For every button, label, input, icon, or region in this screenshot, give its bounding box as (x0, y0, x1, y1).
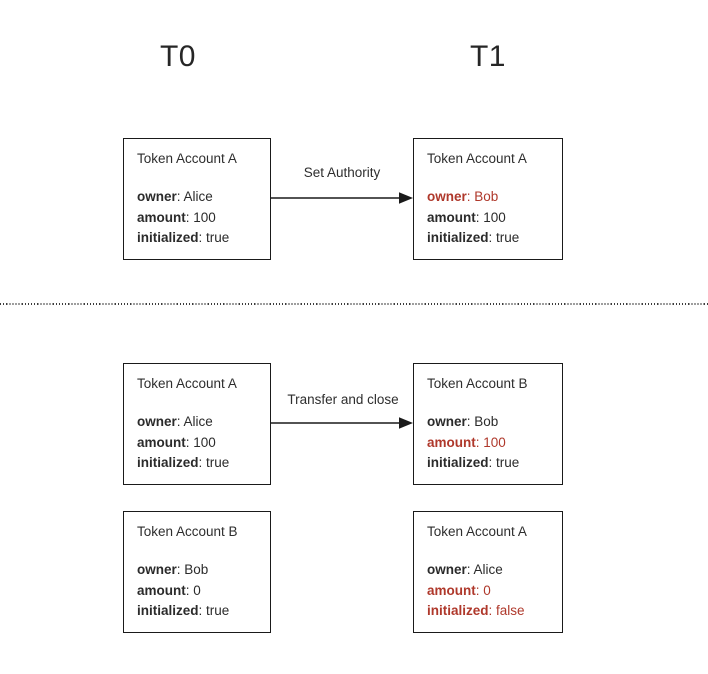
field-sep: : (198, 230, 207, 246)
field-value: 0 (193, 582, 201, 598)
field-value: 100 (193, 209, 216, 225)
field-key: amount (137, 434, 186, 450)
account-field-amount: amount: 100 (427, 208, 549, 229)
field-sep: : (176, 189, 184, 205)
field-value: 100 (193, 434, 216, 450)
account-field-amount: amount: 0 (427, 581, 549, 602)
field-value: true (206, 603, 230, 619)
account-title: Token Account A (427, 524, 527, 539)
field-sep: : (198, 603, 207, 619)
account-field-owner: owner: Bob (427, 187, 549, 208)
field-key: amount (427, 582, 476, 598)
account-title: Token Account B (427, 376, 528, 391)
field-value: true (206, 455, 230, 471)
account-field-initialized: initialized: true (427, 228, 549, 249)
arrow-icon (271, 417, 413, 429)
field-value: false (496, 603, 525, 619)
field-key: initialized (137, 603, 199, 619)
field-sep: : (488, 230, 497, 246)
arrow-icon (271, 192, 413, 204)
field-sep: : (488, 455, 497, 471)
field-value: 100 (483, 434, 506, 450)
account-title: Token Account A (137, 151, 237, 166)
field-value: true (496, 230, 520, 246)
account-box-t1-transfer-b: Token Account B owner: Bob amount: 100 i… (413, 363, 563, 485)
field-key: owner (427, 414, 467, 430)
account-field-owner: owner: Bob (137, 560, 257, 581)
field-sep: : (475, 582, 484, 598)
field-sep: : (466, 562, 474, 578)
field-value: true (496, 455, 520, 471)
field-value: Bob (184, 562, 209, 578)
account-field-initialized: initialized: true (137, 453, 257, 474)
account-field-initialized: initialized: true (137, 228, 257, 249)
field-sep: : (488, 603, 497, 619)
field-sep: : (475, 434, 484, 450)
field-value: 100 (483, 209, 506, 225)
field-key: amount (427, 434, 476, 450)
account-field-owner: owner: Bob (427, 412, 549, 433)
column-header-t1: T1 (469, 40, 506, 73)
account-box-t0-set-authority-a: Token Account A owner: Alice amount: 100… (123, 138, 271, 260)
arrow-set-authority (271, 191, 413, 205)
field-key: initialized (427, 230, 489, 246)
field-value: true (206, 230, 230, 246)
field-value: Bob (474, 414, 499, 430)
field-value: Alice (183, 189, 213, 205)
field-key: owner (427, 562, 467, 578)
arrow-transfer-and-close (271, 416, 413, 430)
field-sep: : (176, 562, 185, 578)
field-key: initialized (427, 603, 489, 619)
account-title: Token Account B (137, 524, 238, 539)
account-field-owner: owner: Alice (427, 560, 549, 581)
field-key: initialized (137, 230, 199, 246)
field-key: amount (137, 209, 186, 225)
column-header-t0: T0 (159, 40, 196, 73)
field-key: owner (427, 189, 467, 205)
field-sep: : (176, 414, 184, 430)
arrow-label-transfer-and-close: Transfer and close (287, 392, 399, 407)
account-field-owner: owner: Alice (137, 412, 257, 433)
account-field-initialized: initialized: false (427, 601, 549, 622)
field-value: Alice (473, 562, 503, 578)
field-value: Bob (474, 189, 499, 205)
field-sep: : (466, 414, 475, 430)
field-sep: : (185, 582, 194, 598)
account-box-t1-transfer-a: Token Account A owner: Alice amount: 0 i… (413, 511, 563, 633)
field-sep: : (466, 189, 475, 205)
account-box-t1-set-authority-a: Token Account A owner: Bob amount: 100 i… (413, 138, 563, 260)
field-key: owner (137, 414, 177, 430)
account-title: Token Account A (137, 376, 237, 391)
account-field-amount: amount: 100 (137, 208, 257, 229)
account-field-amount: amount: 0 (137, 581, 257, 602)
field-key: initialized (137, 455, 199, 471)
account-box-t0-transfer-b: Token Account B owner: Bob amount: 0 ini… (123, 511, 271, 633)
account-title: Token Account A (427, 151, 527, 166)
field-value: 0 (483, 582, 491, 598)
account-field-amount: amount: 100 (137, 433, 257, 454)
field-key: owner (137, 562, 177, 578)
account-box-t0-transfer-a: Token Account A owner: Alice amount: 100… (123, 363, 271, 485)
field-sep: : (185, 434, 194, 450)
account-field-owner: owner: Alice (137, 187, 257, 208)
account-field-amount: amount: 100 (427, 433, 549, 454)
account-field-initialized: initialized: true (427, 453, 549, 474)
account-field-initialized: initialized: true (137, 601, 257, 622)
field-key: initialized (427, 455, 489, 471)
field-key: amount (137, 582, 186, 598)
field-sep: : (185, 209, 194, 225)
field-value: Alice (183, 414, 213, 430)
field-key: owner (137, 189, 177, 205)
field-sep: : (198, 455, 207, 471)
arrow-label-set-authority: Set Authority (303, 165, 381, 180)
field-sep: : (475, 209, 484, 225)
field-key: amount (427, 209, 476, 225)
section-divider (0, 303, 708, 305)
